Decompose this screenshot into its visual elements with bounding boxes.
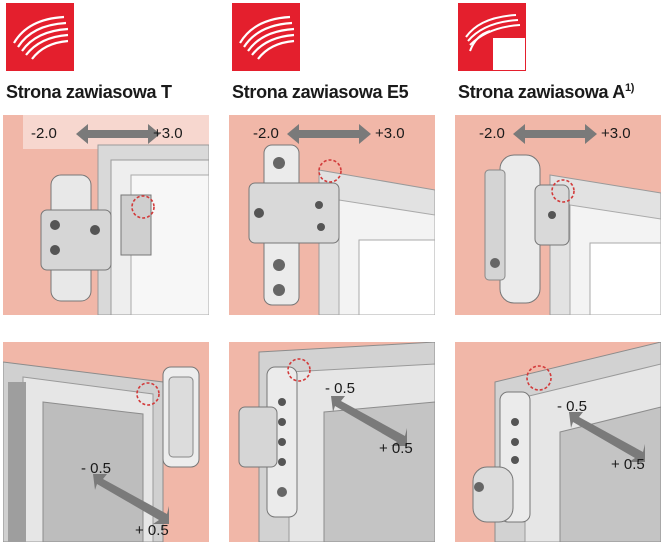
- adjust-left-label: -2.0: [479, 125, 505, 142]
- adjust-right-label: + 0.5: [135, 522, 169, 539]
- hinge-illustration-icon: [472, 342, 661, 542]
- adjust-right-label: + 0.5: [379, 440, 413, 457]
- section-heading: Strona zawiasowa T: [6, 82, 172, 102]
- adjust-left-label: - 0.5: [557, 398, 588, 415]
- column-hinge-e5: Strona zawiasowa E5 -2.0 +3.0: [229, 0, 435, 550]
- brand-logo-icon: [458, 3, 526, 71]
- hinge-illustration-icon: [23, 115, 209, 315]
- section-heading: Strona zawiasowa A1): [458, 82, 635, 102]
- column-hinge-a: Strona zawiasowa A1) -2.0 +3.0: [455, 0, 661, 550]
- hinge-side-top-panel: -2.0 +3.0: [229, 115, 435, 315]
- hinge-illustration-icon: [248, 144, 435, 315]
- column-hinge-t: Strona zawiasowa T -2.0 +3.0: [3, 0, 209, 550]
- adjust-left-label: - 0.5: [325, 380, 356, 397]
- section-heading: Strona zawiasowa E5: [232, 82, 409, 102]
- brand-logo-icon: [6, 3, 74, 71]
- adjust-right-label: +3.0: [375, 125, 405, 142]
- adjust-right-label: +3.0: [153, 125, 183, 142]
- adjust-right-label: + 0.5: [611, 456, 645, 473]
- hinge-illustration-icon: [484, 154, 661, 315]
- hinge-illustration-icon: [238, 342, 435, 542]
- hinge-side-bottom-panel: - 0.5 + 0.5: [3, 342, 209, 542]
- adjust-left-label: - 0.5: [81, 460, 112, 477]
- hinge-side-top-panel: -2.0 +3.0: [455, 115, 661, 315]
- adjust-right-label: +3.0: [601, 125, 631, 142]
- adjust-left-label: -2.0: [31, 125, 57, 142]
- adjust-left-label: -2.0: [253, 125, 279, 142]
- brand-logo-icon: [232, 3, 300, 71]
- hinge-side-bottom-panel: - 0.5 + 0.5: [229, 342, 435, 542]
- hinge-side-bottom-panel: - 0.5 + 0.5: [455, 342, 661, 542]
- hinge-side-top-panel: -2.0 +3.0: [3, 115, 209, 315]
